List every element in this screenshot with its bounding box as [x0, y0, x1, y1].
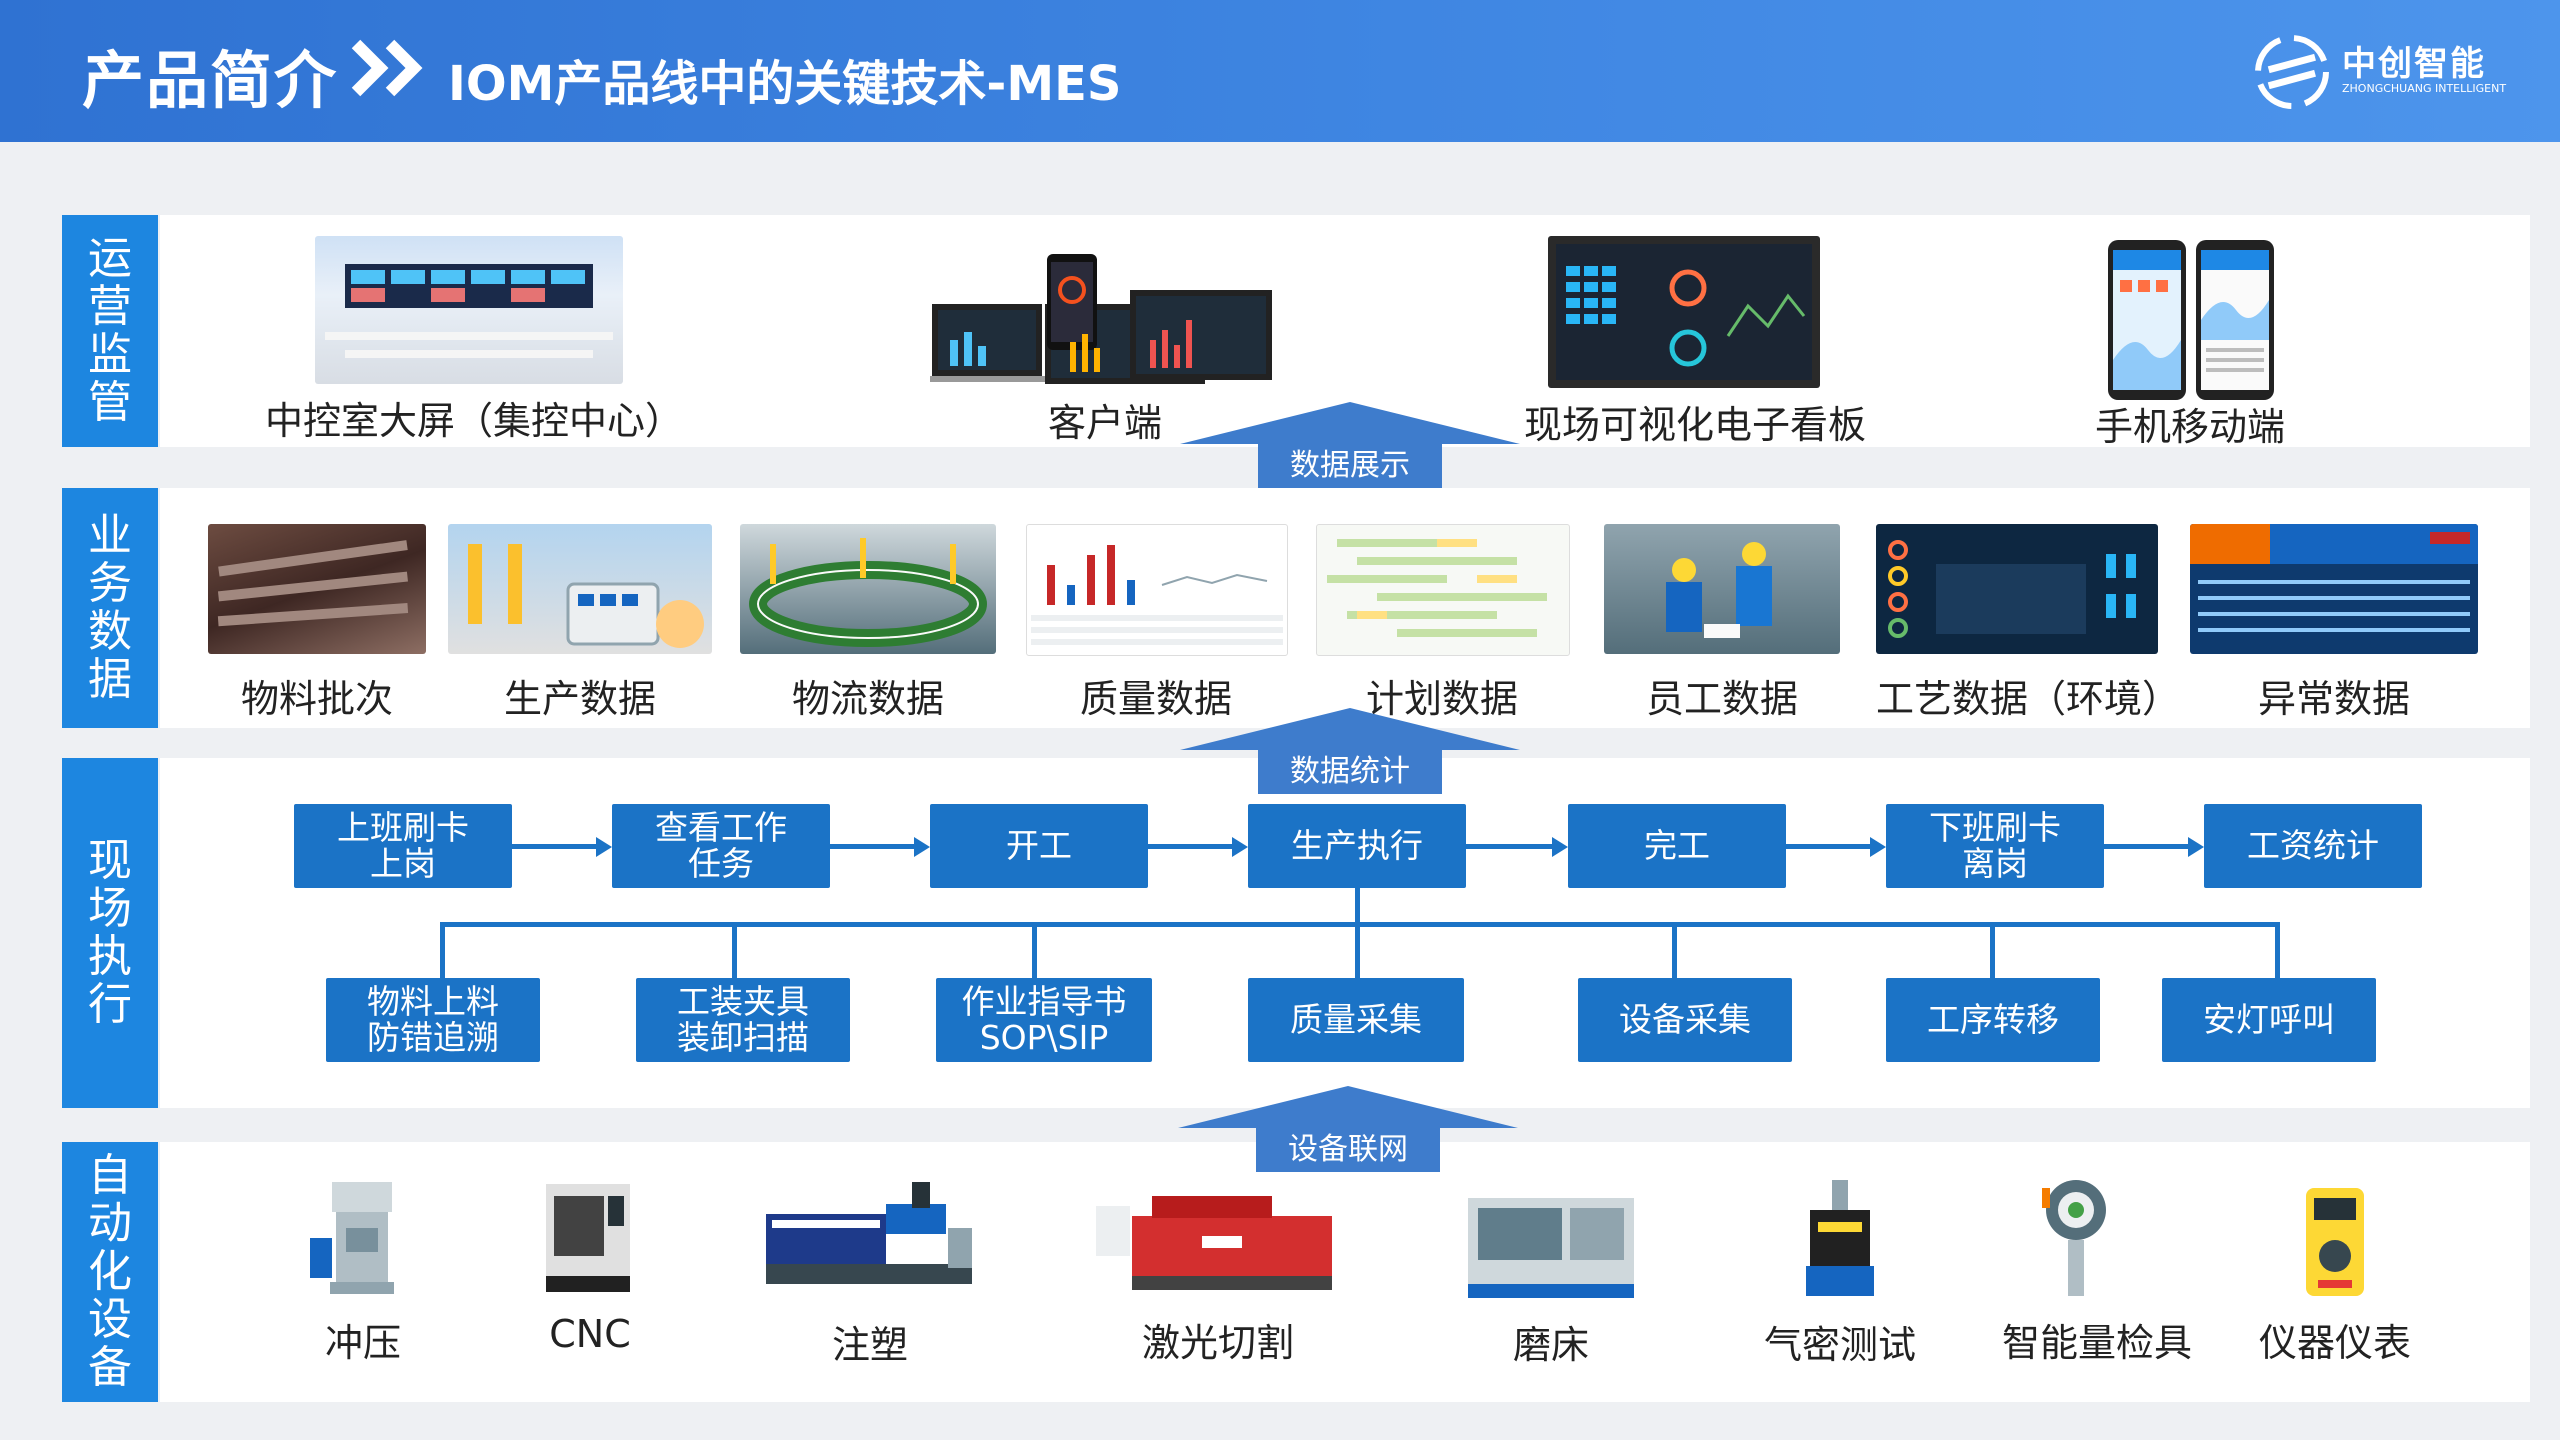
quality-data-image: [1026, 524, 1288, 656]
arrow-label-display: 数据展示: [1258, 444, 1442, 488]
page-subtitle: IOM产品线中的关键技术-MES: [448, 56, 1122, 112]
row-label-automation: 自动化设备: [62, 1142, 158, 1402]
arrow-head-network: [1178, 1086, 1518, 1128]
device-label-airtight: 气密测试: [1763, 1323, 1916, 1367]
cnc-machine-image: [532, 1180, 644, 1296]
ops-label-control-room: 中控室大屏（集控中心）: [265, 399, 684, 443]
device-label-meter: 仪器仪表: [2258, 1321, 2411, 1365]
logo-name: 中创智能: [2342, 44, 2486, 84]
injection-molding-image: [762, 1174, 976, 1298]
arrow-device-network: 设备联网: [1178, 1086, 1518, 1172]
branch-trunk: [1355, 888, 1360, 924]
step-clock-out: 下班刷卡 离岗: [1886, 804, 2104, 888]
step-start-work: 开工: [930, 804, 1148, 888]
company-logo: 中创智能 ZHONGCHUANG INTELLIGENT: [2250, 30, 2510, 114]
plan-data-image: [1316, 524, 1570, 656]
logo-english: ZHONGCHUANG INTELLIGENT: [2342, 82, 2507, 95]
arrow-data-statistics: 数据统计: [1180, 708, 1520, 794]
arrow-head-statistics: [1180, 708, 1520, 750]
connector-5: [1786, 844, 1870, 849]
laser-cutting-image: [1092, 1186, 1344, 1298]
kanban-board-image: [1548, 236, 1820, 388]
branch-drop-5: [1672, 922, 1677, 978]
connector-6: [2104, 844, 2188, 849]
arrow-label-network: 设备联网: [1256, 1128, 1440, 1172]
header-bar: 产品简介 IOM产品线中的关键技术-MES 中创智能 ZHONGCHUANG I…: [0, 0, 2560, 142]
logo-mark-icon: [2255, 35, 2329, 109]
press-machine-image: [306, 1178, 412, 1298]
branch-bus: [440, 922, 2280, 927]
row-label-execution: 现场执行: [62, 758, 158, 1108]
branch-drop-7: [2275, 922, 2280, 978]
arrow-data-display: 数据展示: [1180, 402, 1520, 488]
multimeter-image: [2302, 1184, 2368, 1300]
phone-image-2: [2196, 240, 2274, 400]
arrowhead-3: [1232, 837, 1248, 857]
arrow-label-statistics: 数据统计: [1258, 750, 1442, 794]
business-label-material: 物料批次: [240, 677, 393, 721]
client-devices-image: [930, 250, 1278, 390]
connector-3: [1148, 844, 1232, 849]
ops-label-kanban: 现场可视化电子看板: [1523, 403, 1866, 447]
branch-drop-3: [1032, 922, 1037, 978]
material-batch-image: [208, 524, 426, 654]
row-label-operations: 运营监管: [62, 215, 158, 447]
control-room-image: [315, 236, 623, 384]
step-clock-in: 上班刷卡 上岗: [294, 804, 512, 888]
employee-data-image: [1604, 524, 1840, 654]
connector-4: [1466, 844, 1552, 849]
arrowhead-2: [914, 837, 930, 857]
connector-1: [512, 844, 596, 849]
arrowhead-1: [596, 837, 612, 857]
step-finish-work: 完工: [1568, 804, 1786, 888]
business-label-production: 生产数据: [503, 677, 656, 721]
double-chevron-icon: [351, 39, 423, 97]
production-data-image: [448, 524, 712, 654]
smart-gauge-image: [2036, 1170, 2116, 1302]
logistics-data-image: [740, 524, 996, 654]
ops-label-mobile: 手机移动端: [2094, 405, 2285, 449]
sub-fixture-scan: 工装夹具 装卸扫描: [636, 978, 850, 1062]
process-data-image: [1876, 524, 2158, 654]
step-production-execution: 生产执行: [1248, 804, 1466, 888]
sub-andon-call: 安灯呼叫: [2162, 978, 2376, 1062]
branch-drop-6: [1990, 922, 1995, 978]
row-label-business: 业务数据: [62, 488, 158, 728]
sub-work-instruction: 作业指导书 SOP\SIP: [936, 978, 1152, 1062]
business-label-logistics: 物流数据: [791, 677, 944, 721]
page-title: 产品简介: [82, 44, 339, 117]
business-label-employee: 员工数据: [1645, 677, 1798, 721]
arrowhead-6: [2188, 837, 2204, 857]
grinder-image: [1464, 1184, 1638, 1302]
sub-equipment-collection: 设备采集: [1578, 978, 1792, 1062]
branch-drop-1: [440, 922, 445, 978]
branch-drop-2: [732, 922, 737, 978]
sub-quality-collection: 质量采集: [1248, 978, 1464, 1062]
sub-material-loading: 物料上料 防错追溯: [326, 978, 540, 1062]
device-label-injection: 注塑: [831, 1323, 908, 1367]
device-label-grinder: 磨床: [1512, 1323, 1589, 1367]
arrowhead-5: [1870, 837, 1886, 857]
device-label-cnc: CNC: [549, 1312, 631, 1356]
sub-process-transfer: 工序转移: [1886, 978, 2100, 1062]
phone-image-1: [2108, 240, 2186, 400]
business-label-process: 工艺数据（环境）: [1876, 677, 2181, 721]
device-label-press: 冲压: [324, 1321, 401, 1365]
device-label-laser: 激光切割: [1141, 1321, 1294, 1365]
device-label-gauge: 智能量检具: [2001, 1321, 2192, 1365]
airtight-tester-image: [1796, 1176, 1884, 1300]
business-label-exception: 异常数据: [2257, 677, 2410, 721]
arrow-head-display: [1180, 402, 1520, 444]
exception-data-image: [2190, 524, 2478, 654]
step-wage-statistics: 工资统计: [2204, 804, 2422, 888]
branch-drop-4: [1355, 922, 1360, 978]
arrowhead-4: [1552, 837, 1568, 857]
connector-2: [830, 844, 914, 849]
ops-label-client: 客户端: [1047, 401, 1162, 445]
step-view-task: 查看工作 任务: [612, 804, 830, 888]
